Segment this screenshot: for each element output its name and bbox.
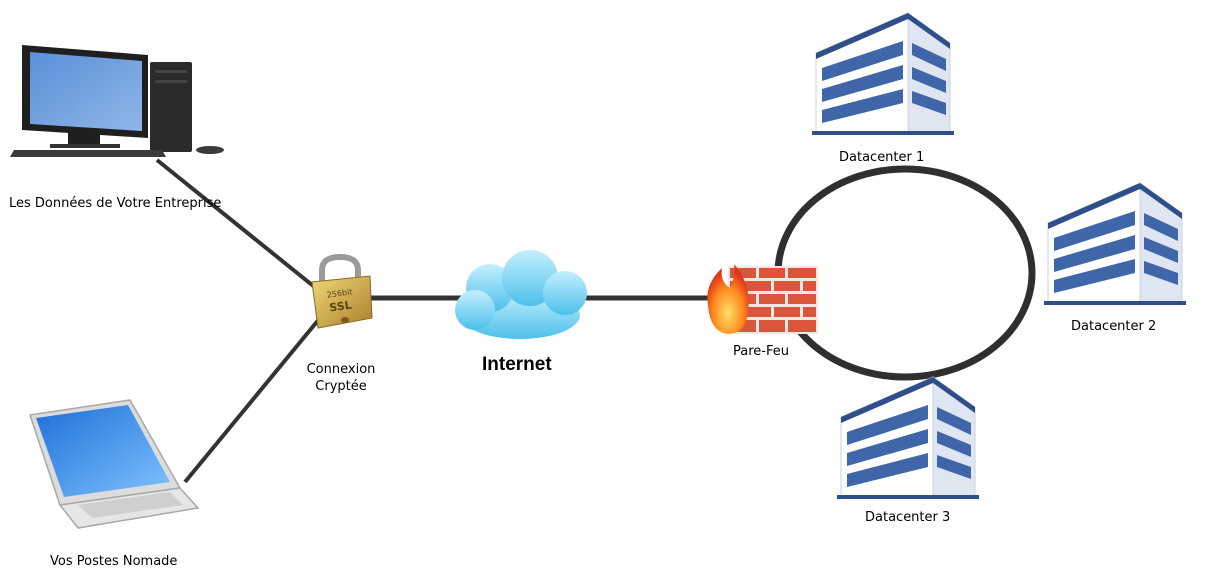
firewall-icon: [707, 264, 818, 334]
building-icon-datacenter-3: [836, 376, 980, 500]
cloud-icon: [455, 250, 587, 339]
label-encrypted-line2: Cryptée: [315, 379, 367, 394]
building-icon-datacenter-2: [1043, 182, 1187, 306]
laptop-icon: [29, 399, 200, 529]
desktop-computer-icon: [10, 45, 224, 157]
label-encrypted-connection: Connexion Cryptée: [296, 362, 386, 394]
building-icon-datacenter-1: [811, 12, 955, 136]
lock-text-ssl: SSL: [329, 299, 353, 315]
label-encrypted-line1: Connexion: [306, 362, 376, 377]
lock-text-bits: 256bit: [326, 287, 353, 299]
label-datacenter-2: Datacenter 2: [1071, 319, 1157, 334]
label-internet: Internet: [482, 354, 552, 375]
label-firewall: Pare-Feu: [733, 344, 789, 359]
link-laptop-ssl: [183, 316, 322, 484]
label-mobile-workstations: Vos Postes Nomade: [50, 554, 178, 569]
link-desktop-ssl: [155, 158, 324, 295]
label-datacenter-1: Datacenter 1: [839, 150, 925, 165]
label-datacenter-3: Datacenter 3: [865, 510, 951, 525]
padlock-icon: 256bit SSL: [311, 253, 373, 329]
label-company-data: Les Données de Votre Entreprise: [9, 196, 222, 211]
